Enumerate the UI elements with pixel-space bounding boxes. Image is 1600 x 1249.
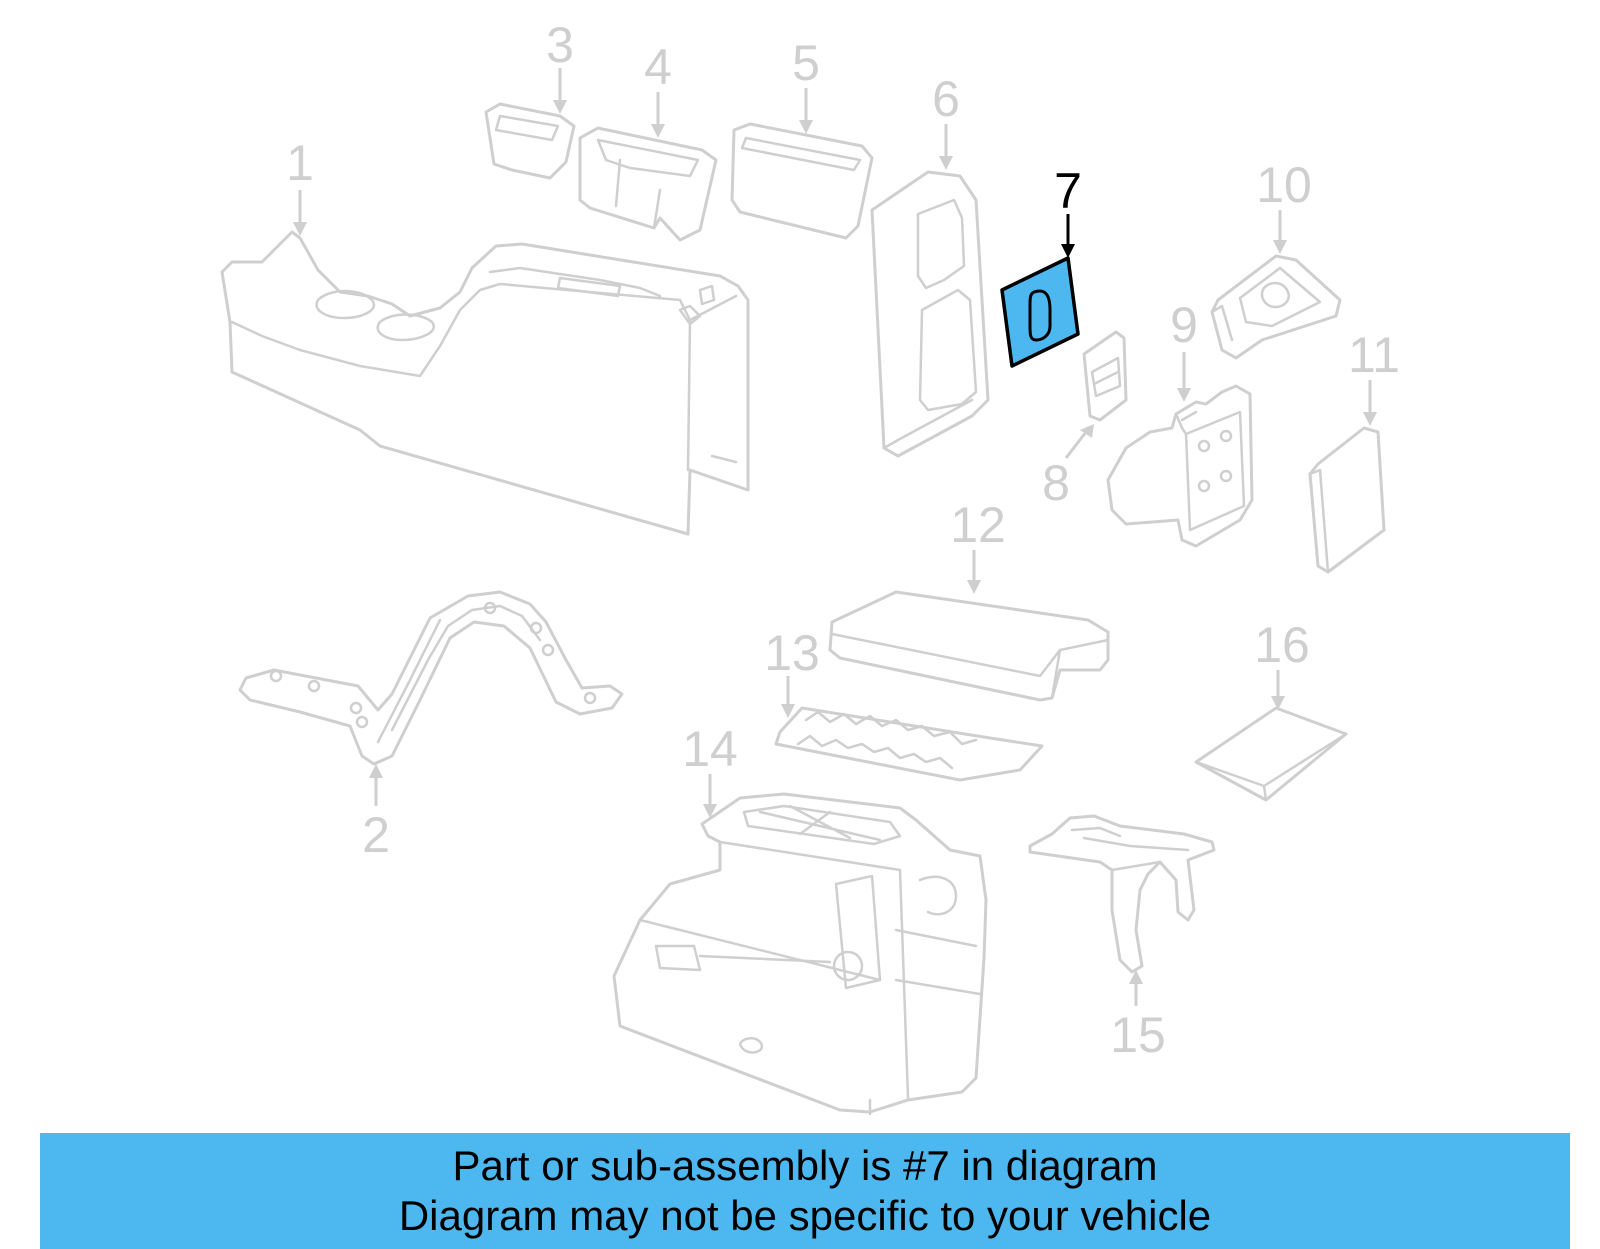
svg-text:9: 9: [1170, 297, 1198, 353]
callout-15: 15: [1110, 970, 1166, 1063]
callout-10: 10: [1256, 157, 1312, 254]
svg-text:10: 10: [1256, 157, 1312, 213]
callout-14: 14: [682, 721, 738, 818]
svg-text:2: 2: [362, 807, 390, 863]
callout-16: 16: [1254, 617, 1310, 710]
callout-1: 1: [286, 135, 314, 236]
svg-text:8: 8: [1042, 455, 1070, 511]
callout-11: 11: [1348, 327, 1400, 426]
banner-line-disclaimer: Diagram may not be specific to your vehi…: [398, 1192, 1212, 1239]
callout-4: 4: [644, 39, 672, 138]
part-9-switch-housing[interactable]: [1106, 384, 1254, 548]
part-10-shift-bezel[interactable]: [1210, 254, 1342, 360]
svg-text:15: 15: [1110, 1007, 1166, 1063]
callout-2: 2: [362, 764, 390, 863]
part-16-mat[interactable]: [1194, 706, 1348, 802]
part-5-storage-bin[interactable]: [730, 122, 874, 240]
part-7-trim-panel[interactable]: [1000, 256, 1080, 368]
callout-8: 8: [1042, 424, 1094, 511]
part-13-lid-liner[interactable]: [774, 706, 1044, 782]
svg-text:5: 5: [792, 35, 820, 91]
svg-text:1: 1: [286, 135, 314, 191]
svg-text:11: 11: [1348, 327, 1400, 383]
svg-text:6: 6: [932, 71, 960, 127]
callout-6: 6: [932, 71, 960, 170]
part-6-side-panel[interactable]: [870, 170, 990, 458]
callout-7: 7: [1054, 163, 1082, 258]
info-banner: Part or sub-assembly is #7 in diagram Di…: [40, 1133, 1570, 1249]
part-2-bracket[interactable]: [238, 590, 624, 766]
part-1-console[interactable]: [220, 230, 750, 536]
banner-line-part-number: Part or sub-assembly is #7 in diagram: [452, 1142, 1158, 1189]
svg-text:13: 13: [764, 625, 820, 681]
part-3-bin[interactable]: [484, 102, 576, 180]
callout-12: 12: [950, 497, 1006, 594]
callout-3: 3: [546, 17, 574, 114]
part-11-side-cover[interactable]: [1308, 426, 1386, 574]
part-12-armrest-lid[interactable]: [828, 590, 1110, 702]
svg-text:12: 12: [950, 497, 1006, 553]
part-14-storage-base[interactable]: [612, 792, 988, 1116]
svg-text:14: 14: [682, 721, 738, 777]
svg-text:16: 16: [1254, 617, 1310, 673]
svg-text:3: 3: [546, 17, 574, 73]
part-15-rear-bracket[interactable]: [1028, 814, 1216, 974]
svg-text:4: 4: [644, 39, 672, 95]
svg-text:7: 7: [1054, 163, 1082, 219]
callout-9: 9: [1170, 297, 1198, 402]
callout-5: 5: [792, 35, 820, 134]
callout-13: 13: [764, 625, 820, 718]
part-4-cupholder[interactable]: [578, 126, 718, 242]
part-8-switch-bezel[interactable]: [1082, 330, 1128, 422]
